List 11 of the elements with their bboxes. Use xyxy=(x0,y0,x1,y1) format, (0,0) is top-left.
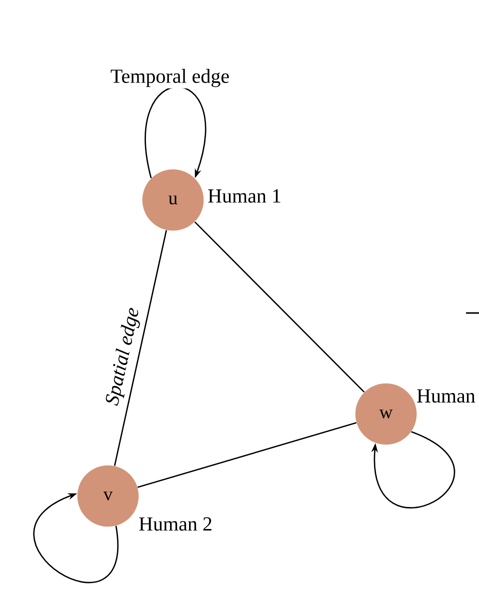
loop-arrow xyxy=(145,86,206,178)
edge-line xyxy=(194,221,365,393)
edge-label: Temporal edge xyxy=(109,68,231,88)
node-label: Human xyxy=(417,389,476,403)
edge-line xyxy=(114,230,168,466)
loop-arrow xyxy=(371,431,455,508)
loop-arrow xyxy=(33,493,118,584)
node-label: Human 2 xyxy=(139,517,212,531)
edge-label: Spatial edge xyxy=(102,304,145,409)
edge-line xyxy=(137,422,357,488)
node-label: Human 1 xyxy=(208,189,280,203)
